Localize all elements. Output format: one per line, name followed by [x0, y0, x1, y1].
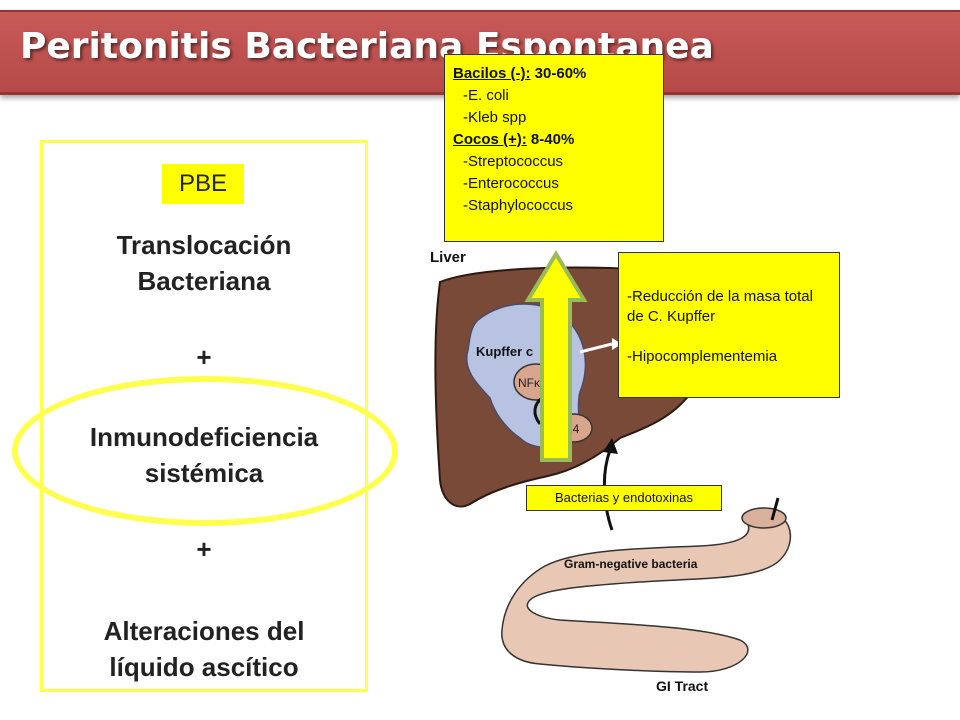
liver-label: Liver	[430, 249, 466, 266]
translocacion-text: Translocación	[116, 230, 292, 260]
highlight-ellipse	[12, 376, 398, 526]
bacilos-label: Bacilos (-):	[453, 65, 531, 82]
upward-arrow-icon	[524, 250, 588, 462]
effect-hypocomplementemia: -Hipocomplementemia	[627, 348, 778, 365]
cocos-line: Cocos (+): 8-40%	[453, 129, 655, 151]
effect-kupffer-reduction: -Reducción de la masa total de C. Kupffe…	[627, 288, 813, 325]
plus-sign-2: +	[196, 534, 212, 564]
bacteriana-text: Bacteriana	[137, 266, 271, 296]
bacilos-line: Bacilos (-): 30-60%	[453, 63, 655, 85]
sistemica-text: sistémica	[144, 458, 264, 488]
inmunodeficiencia-text: Inmunodeficiencia	[89, 422, 319, 452]
endotoxin-label: Bacterias y endotoxinas	[526, 485, 722, 511]
bacilos-value: 30-60%	[530, 65, 587, 82]
bacilos-item: -Kleb spp	[463, 109, 527, 126]
nfkb-label: NFκ	[518, 376, 541, 390]
cocos-value: 8-40%	[526, 131, 575, 148]
gi-tract-label: GI Tract	[656, 678, 708, 694]
cocos-label: Cocos (+):	[453, 131, 527, 148]
gi-tract	[501, 511, 791, 673]
bacteria-types-box: Bacilos (-): 30-60% -E. coli -Kleb spp C…	[444, 54, 664, 242]
liquido-ascitico-text: líquido ascítico	[109, 652, 299, 682]
gram-negative-label: Gram-negative bacteria	[564, 557, 698, 571]
cocos-item: -Enterococcus	[463, 175, 559, 192]
immune-effects-box: -Reducción de la masa total de C. Kupffe…	[618, 252, 840, 398]
pbe-badge: PBE	[162, 164, 244, 204]
bacilos-item: -E. coli	[463, 87, 509, 104]
cocos-item: -Streptococcus	[463, 153, 564, 170]
alteraciones-text: Alteraciones del	[103, 616, 305, 646]
kupffer-label: Kupffer c	[476, 344, 533, 359]
plus-sign-1: +	[196, 342, 212, 372]
white-arrow-icon	[579, 342, 613, 354]
cocos-item: -Staphylococcus	[463, 197, 574, 214]
